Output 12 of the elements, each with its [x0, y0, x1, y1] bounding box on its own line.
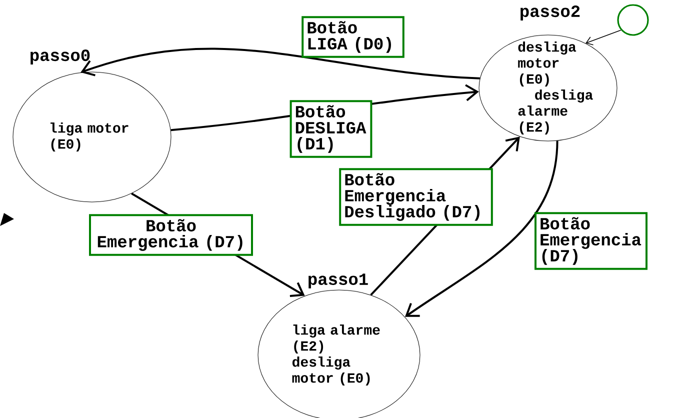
state-circle: [617, 4, 649, 36]
state-heading: passo1: [308, 274, 368, 288]
edge-label: Botão Emergencia (D7): [534, 212, 648, 270]
arrow: [404, 140, 558, 317]
arrow: [80, 48, 480, 80]
state-heading: passo0: [30, 50, 90, 64]
edge-label: Botão DESLIGA (D1): [290, 100, 372, 158]
state-heading: passo2: [520, 6, 580, 20]
edge-label: Botão Emergencia Desligado (D7): [339, 168, 493, 226]
edge-label: Botão LIGA (D0): [302, 16, 404, 58]
arrow: [586, 30, 622, 46]
edge-label: Botão Emergencia (D7): [89, 214, 253, 256]
